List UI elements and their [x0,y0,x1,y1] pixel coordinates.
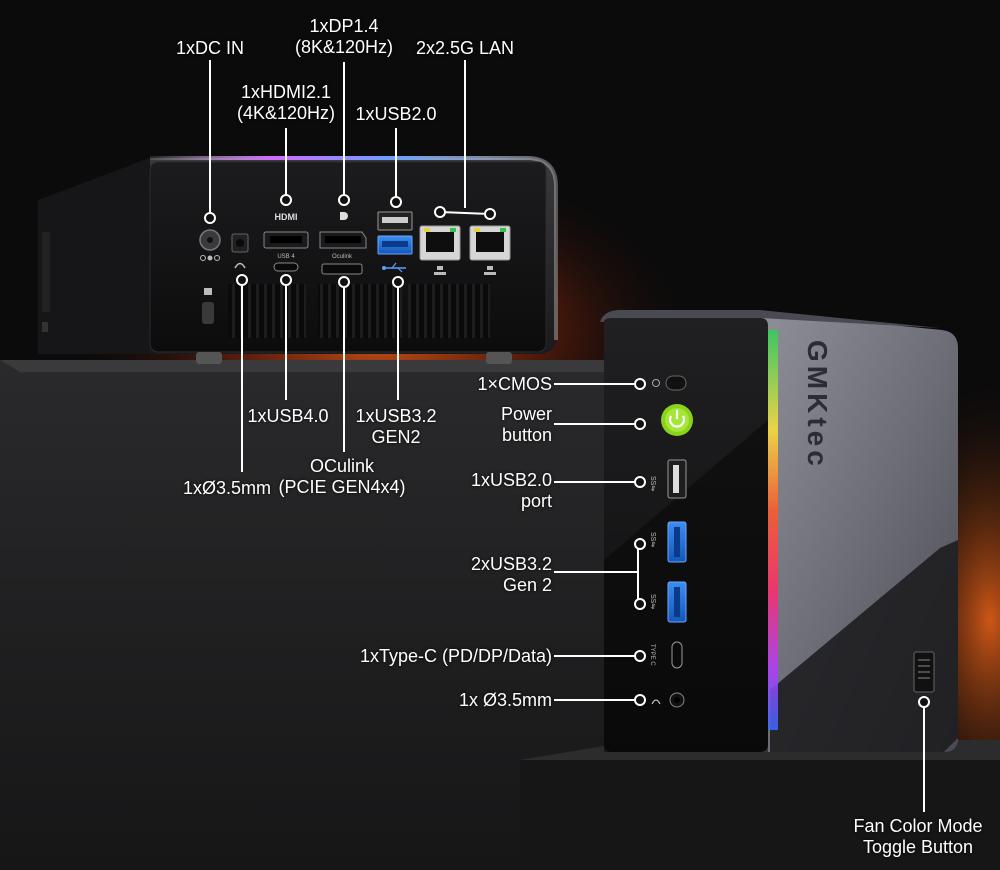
front-mini-pc: GMKtec SS⇋ SS⇋ [600,310,958,752]
brand-logo: GMKtec [802,340,833,470]
front-audio-port [651,692,685,708]
power-icon [668,410,686,428]
front-typec-port: TYPE C [649,641,683,669]
usb-ss-icon: SS⇋ [649,476,656,491]
rear-usb-ports [377,211,413,273]
label-front-typec: 1xType-C (PD/DP/Data) [359,646,552,666]
label-front-audio: 1x Ø3.5mm [458,690,552,710]
headphone-icon [234,262,246,269]
svg-text:SS⇋: SS⇋ [649,594,656,609]
power-button [661,404,693,436]
ethernet-icon [434,266,496,275]
dc-in-port [199,229,221,261]
lan-ports [419,225,511,275]
label-oculink: OCulink(PCIE GEN4x4) [278,456,406,497]
usb4-port: USB 4 [273,254,299,272]
lock-slot [202,288,214,324]
front-usb32-ports: SS⇋ SS⇋ [649,521,687,623]
displayport-icon [340,212,348,220]
svg-text:USB 4: USB 4 [277,254,295,260]
rear-audio-port [231,233,249,269]
label-usb40: 1xUSB4.0 [247,406,329,426]
usb-trident-icon [382,262,406,273]
label-rear-audio: 1xØ3.5mm [182,478,272,498]
svg-text:TYPE C: TYPE C [649,644,655,666]
lock-icon [204,288,212,295]
label-displayport: 1xDP1.4(8K&120Hz) [294,16,394,57]
oculink-port: Oculink [321,254,363,275]
label-lan: 2x2.5G LAN [415,38,515,58]
dc-power-icon [200,255,220,261]
callout-dots [204,194,930,708]
hdmi-logo-icon: HDMI [275,212,298,222]
label-hdmi: 1xHDMI2.1(4K&120Hz) [236,82,336,123]
pedestal-left [0,360,640,870]
label-dc-in: 1xDC IN [175,38,244,58]
svg-text:SS⇋: SS⇋ [649,532,656,547]
rear-mini-pc: HDMI USB 4 Oculink [38,156,558,364]
front-usb20-port: SS⇋ [649,459,687,499]
hdmi-port: HDMI [263,212,309,249]
label-rear-usb20: 1xUSB2.0 [355,104,437,124]
svg-text:Oculink: Oculink [332,254,353,260]
callout-lines [209,60,925,812]
label-cmos: 1×CMOS [477,374,552,394]
displayport-port [319,212,367,249]
cmos-button [652,375,687,391]
